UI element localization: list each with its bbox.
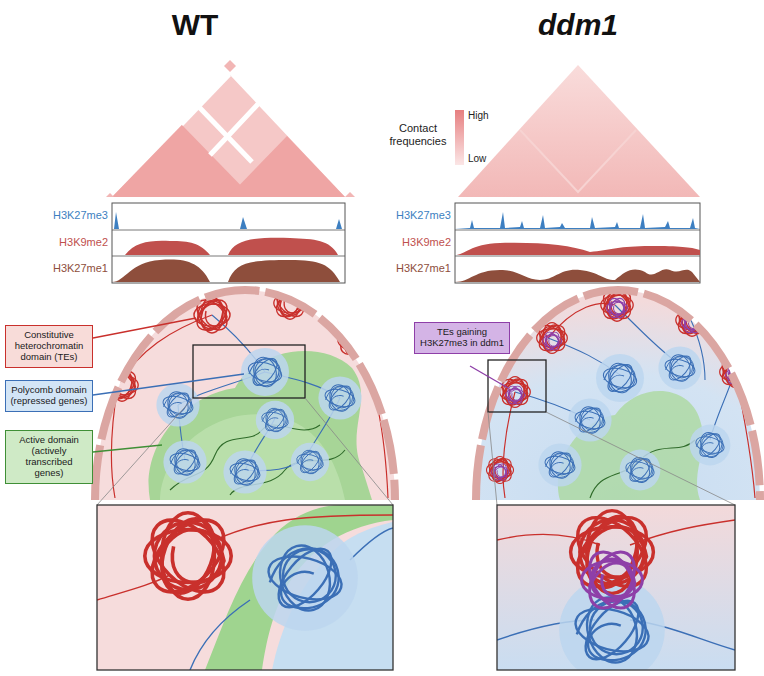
zoom-panel-wt bbox=[97, 505, 393, 670]
leader-lines bbox=[93, 318, 508, 452]
callout-text: Active domain (actively transcribed gene… bbox=[10, 435, 88, 479]
callout-text: TEs gaining H3K27me3 in ddm1 bbox=[419, 327, 505, 349]
nucleus-wt bbox=[95, 285, 395, 505]
hic-map-ddm1 bbox=[458, 65, 700, 197]
scale-end: High bbox=[468, 110, 489, 122]
te-gain-callout: TEs gaining H3K27me3 in ddm1 bbox=[414, 322, 510, 354]
scale-end: Low bbox=[468, 153, 486, 165]
track-label: H3K9me2 bbox=[402, 236, 451, 249]
zoom-panel-ddm1 bbox=[497, 505, 735, 676]
track-label: H3K9me2 bbox=[59, 236, 108, 249]
polycomb-callout: Polycomb domain (repressed genes) bbox=[5, 380, 93, 412]
track-label: H3K27me3 bbox=[53, 209, 108, 222]
panel-title: ddm1 bbox=[538, 8, 618, 43]
panel-title: WT bbox=[172, 8, 219, 43]
contact-scale-bar bbox=[455, 110, 464, 165]
nucleus-ddm1 bbox=[476, 287, 760, 505]
track-label: H3K27me1 bbox=[53, 262, 108, 275]
callout-text: Polycomb domain (repressed genes) bbox=[10, 385, 88, 407]
track-label: H3K27me1 bbox=[396, 262, 451, 275]
scale-title: Contact frequencies bbox=[386, 122, 450, 147]
track-label: H3K27me3 bbox=[396, 209, 451, 222]
chip-tracks-wt bbox=[112, 203, 345, 283]
active-callout: Active domain (actively transcribed gene… bbox=[5, 430, 93, 484]
callout-text: Constitutive heterochromatin domain (TEs… bbox=[10, 330, 88, 363]
hic-map-wt bbox=[106, 60, 355, 197]
heterochromatin-callout: Constitutive heterochromatin domain (TEs… bbox=[5, 325, 93, 368]
chip-tracks-ddm1 bbox=[455, 203, 700, 283]
